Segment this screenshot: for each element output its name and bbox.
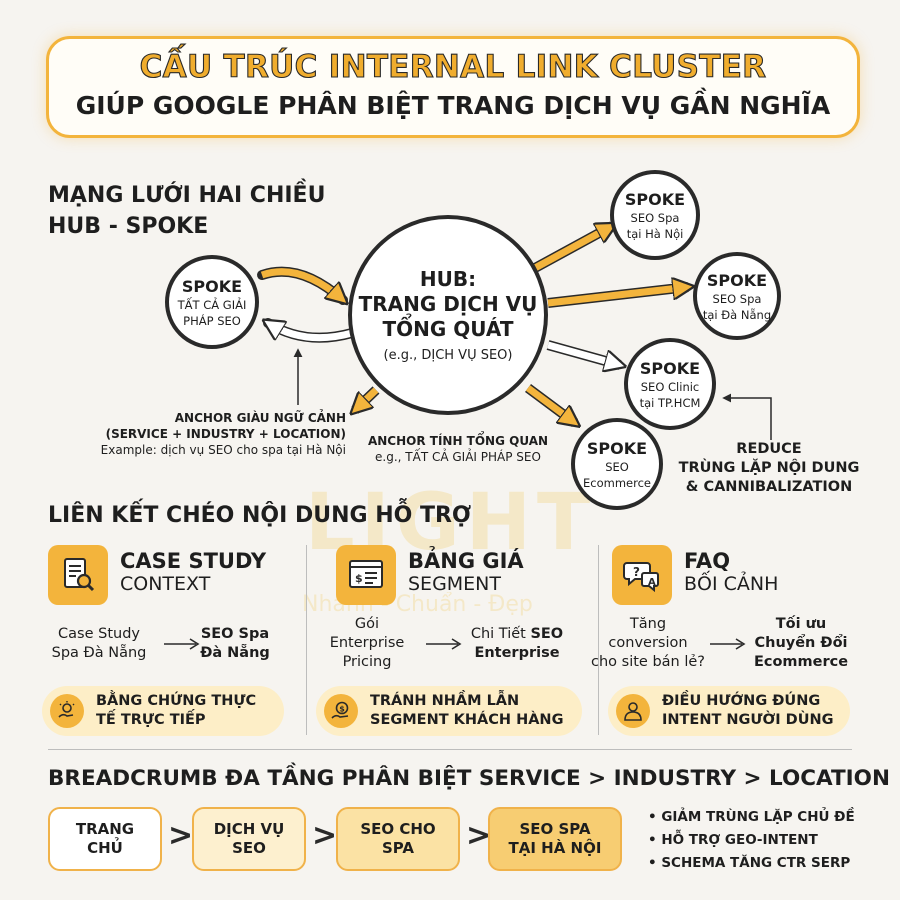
case-study-title: CASE STUDY CONTEXT (120, 549, 266, 595)
reduce-note: REDUCE TRÙNG LẶP NỘI DUNG & CANNIBALIZAT… (664, 440, 874, 497)
breadcrumb-separator: > (168, 818, 194, 853)
hub-title-line2: TRANG DỊCH VỤ (358, 292, 538, 316)
column-subtitle: BỐI CẢNH (684, 573, 779, 595)
spoke-subtitle: tại Đà Nẵng (702, 307, 772, 322)
svg-text:A: A (648, 577, 656, 588)
faq-title: FAQ BỐI CẢNH (684, 549, 778, 595)
network-heading-line2: HUB - SPOKE (48, 214, 209, 239)
price-table-icon: $ (336, 545, 396, 605)
breadcrumb-separator: > (312, 818, 338, 853)
network-heading-line1: MẠNG LƯỚI HAI CHIỀU (48, 183, 326, 208)
column-title: CASE STUDY (120, 549, 267, 573)
arrow-hub-to-anchor (355, 387, 379, 410)
spoke-subtitle: Ecommerce (583, 475, 651, 490)
lightbulb-hand-icon (50, 694, 84, 728)
pricing-title: BẢNG GIÁ SEGMENT (408, 549, 524, 595)
section-divider (48, 749, 852, 750)
coin-hand-icon: $ (324, 694, 358, 728)
faq-benefit: ĐIỀU HƯỚNG ĐÚNG INTENT NGƯỜI DÙNG (608, 686, 850, 736)
svg-text:$: $ (355, 572, 363, 585)
arrow-right-icon (164, 638, 200, 650)
column-subtitle: SEGMENT (408, 573, 502, 595)
support-heading: LIÊN KẾT CHÉO NỘI DUNG HỖ TRỢ (48, 503, 472, 528)
breadcrumb-separator: > (466, 818, 492, 853)
arrow-hub-to-spoke-ecommerce (525, 385, 575, 423)
arrow-hub-to-spoke (268, 323, 353, 342)
user-icon (616, 694, 650, 728)
spoke-title: SPOKE (586, 438, 648, 458)
arrow-hub-to-spoke-clinic (547, 341, 620, 365)
spoke-subtitle: tại TP.HCM (639, 395, 701, 410)
column-divider (598, 545, 599, 735)
svg-text:?: ? (633, 565, 640, 579)
anchor-general-example: e.g., TẤT CẢ GIẢI PHÁP SEO (375, 450, 541, 464)
arrow-right-icon (426, 638, 462, 650)
spoke-subtitle: tại Hà Nội (626, 226, 684, 241)
reduce-title: REDUCE (736, 441, 802, 457)
breadcrumb-heading: BREADCRUMB ĐA TẦNG PHÂN BIỆT SERVICE > I… (48, 766, 890, 791)
pricing-to: Chi Tiết SEO Enterprise (470, 626, 564, 661)
anchor-general-note: ANCHOR TÍNH TỔNG QUAN e.g., TẤT CẢ GIẢI … (360, 433, 556, 465)
spoke-title: SPOKE (181, 276, 243, 296)
title-line1: CẤU TRÚC INTERNAL LINK CLUSTER (139, 48, 767, 85)
spoke-title: SPOKE (706, 270, 768, 290)
spoke-spa-danang: SPOKE SEO Spa tại Đà Nẵng (693, 252, 781, 340)
title-line2: GIÚP GOOGLE PHÂN BIỆT TRANG DỊCH VỤ GẦN … (75, 91, 831, 120)
spoke-subtitle: SEO Clinic (640, 379, 700, 394)
spoke-clinic-hcm: SPOKE SEO Clinic tại TP.HCM (624, 338, 716, 430)
title-box: CẤU TRÚC INTERNAL LINK CLUSTER GIÚP GOOG… (46, 36, 860, 138)
arrow-spoke-to-hub (260, 268, 343, 300)
arrow-hub-to-spoke-hanoi (533, 226, 612, 272)
spoke-subtitle: SEO Spa (630, 210, 680, 225)
arrow-right-icon (710, 638, 746, 650)
pricing-from: Gói Enterprise Pricing (329, 616, 405, 670)
spoke-subtitle: TẤT CẢ GIẢI (177, 297, 247, 312)
faq-to: Tối ưu Chuyển Đổi Ecommerce (753, 616, 849, 670)
anchor-context-title: ANCHOR GIÀU NGỮ CẢNH (174, 411, 346, 425)
anchor-general-title: ANCHOR TÍNH TỔNG QUAN (367, 434, 549, 448)
spoke-subtitle: PHÁP SEO (183, 313, 241, 328)
hub-example: (e.g., DỊCH VỤ SEO) (383, 348, 513, 363)
spoke-ecommerce: SPOKE SEO Ecommerce (571, 418, 663, 510)
list-item: • GIẢM TRÙNG LẶP CHỦ ĐỀ (648, 809, 855, 825)
spoke-subtitle: SEO (605, 459, 629, 474)
list-item: • SCHEMA TĂNG CTR SERP (648, 855, 851, 871)
column-divider (306, 545, 307, 735)
hub-title-line3: TỔNG QUÁT (382, 317, 514, 341)
arrow-hub-to-spoke-danang (547, 287, 688, 307)
reduce-line2: TRÙNG LẶP NỘI DUNG (678, 460, 860, 476)
list-item: • HỖ TRỢ GEO-INTENT (648, 832, 818, 848)
faq-bubble-icon: ? A (612, 545, 672, 605)
document-search-icon (48, 545, 108, 605)
column-title: FAQ (684, 549, 731, 573)
pricing-benefit: $ TRÁNH NHẦM LẪN SEGMENT KHÁCH HÀNG (316, 686, 582, 736)
spoke-all-solutions: SPOKE TẤT CẢ GIẢI PHÁP SEO (165, 255, 259, 349)
case-study-from: Case Study Spa Đà Nẵng (51, 626, 147, 661)
faq-from: Tăng conversion cho site bán lẻ? (591, 616, 705, 670)
svg-text:$: $ (339, 705, 345, 714)
anchor-context-example: Example: dịch vụ SEO cho spa tại Hà Nội (100, 443, 346, 457)
anchor-context-formula: (SERVICE + INDUSTRY + LOCATION) (105, 427, 346, 441)
column-subtitle: CONTEXT (120, 573, 211, 595)
spoke-subtitle: SEO Spa (712, 291, 762, 306)
spoke-title: SPOKE (639, 358, 701, 378)
spoke-title: SPOKE (624, 189, 686, 209)
hub-circle: HUB: TRANG DỊCH VỤ TỔNG QUÁT (e.g., DỊCH… (348, 215, 548, 415)
case-study-benefit: BẰNG CHỨNG THỰC TẾ TRỰC TIẾP (42, 686, 284, 736)
spoke-spa-hanoi: SPOKE SEO Spa tại Hà Nội (610, 170, 700, 260)
reduce-line3: & CANNIBALIZATION (685, 479, 853, 495)
case-study-to: SEO Spa Đà Nẵng (200, 626, 270, 661)
hub-label: HUB: (419, 267, 477, 291)
column-title: BẢNG GIÁ (408, 549, 524, 573)
network-heading: MẠNG LƯỚI HAI CHIỀU HUB - SPOKE (48, 180, 325, 242)
breadcrumb-benefits: • GIẢM TRÙNG LẶP CHỦ ĐỀ • HỖ TRỢ GEO-INT… (648, 806, 855, 875)
anchor-context-note: ANCHOR GIÀU NGỮ CẢNH (SERVICE + INDUSTRY… (60, 410, 346, 458)
